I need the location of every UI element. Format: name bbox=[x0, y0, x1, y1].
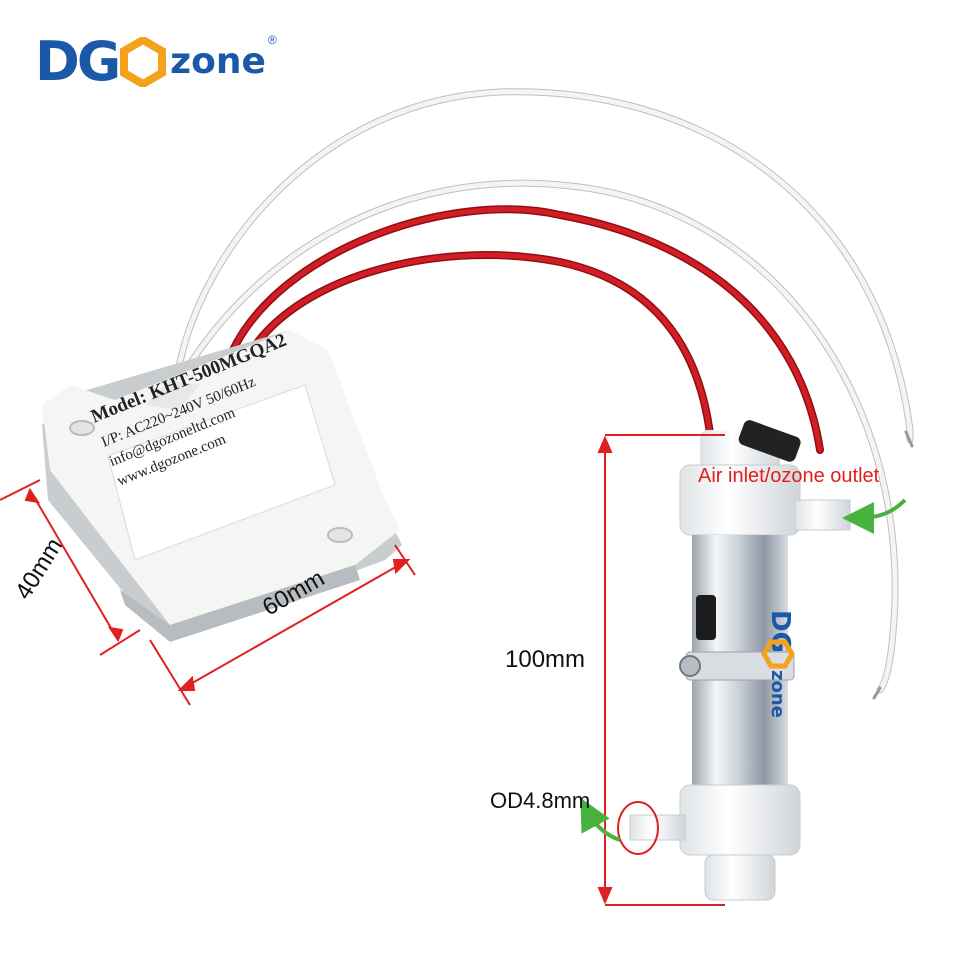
brand-prefix: DG bbox=[35, 30, 121, 93]
inlet-outlet-label: Air inlet/ozone outlet bbox=[698, 465, 880, 487]
tube-brand-mark: DG zone bbox=[761, 610, 795, 718]
registered-mark: ® bbox=[267, 33, 277, 47]
brand-logo: DG zone ® bbox=[35, 32, 277, 92]
svg-text:zone: zone bbox=[767, 670, 788, 718]
tube-length-label: 100mm bbox=[505, 646, 586, 673]
dimension-lines bbox=[0, 434, 725, 906]
hexagon-icon bbox=[120, 37, 167, 87]
brand-suffix: zone bbox=[170, 41, 266, 82]
annotation-arrows bbox=[580, 498, 907, 842]
ozone-tube bbox=[629, 420, 851, 901]
white-wires bbox=[174, 88, 914, 700]
outlet-diameter-label: OD4.8mm bbox=[490, 788, 591, 813]
power-module bbox=[42, 330, 402, 642]
